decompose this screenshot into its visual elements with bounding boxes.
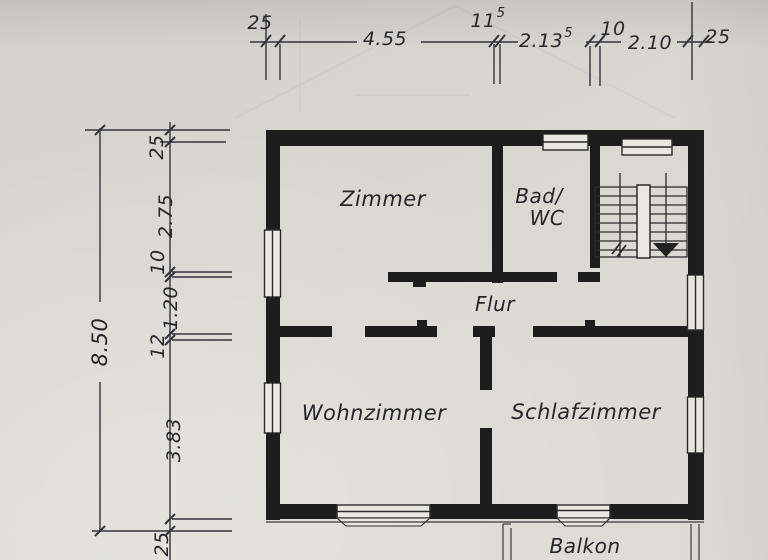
wall-flur-south-seg3: [473, 326, 495, 337]
door-jamb: [413, 282, 426, 287]
stairs-cut-mark: [611, 241, 627, 258]
wall-flur-south-seg4: [533, 326, 689, 337]
dim-left-wall-inner-bottom: 12: [146, 333, 169, 359]
dim-superscript: 5: [496, 6, 506, 21]
wall-bottom-seg2: [430, 504, 557, 519]
dim-top-zimmer-width: 4.55: [362, 28, 408, 50]
stairs-stringer: [636, 184, 651, 259]
room-label-wohnzimmer: Wohnzimmer: [301, 401, 447, 425]
dim-left-wohnzimmer-depth: 3.83: [162, 417, 185, 463]
wall-wohn-schlaf-seg2: [480, 428, 492, 504]
balcony-door: [555, 504, 612, 527]
dim-left-wall-bottom: 25: [150, 531, 173, 557]
window-right-schlafzimmer: [686, 396, 705, 454]
wall-wohn-schlaf-seg1: [480, 337, 492, 390]
door-jamb: [585, 320, 595, 326]
room-label-bad-wc-line2: WC: [529, 206, 565, 230]
dim-value: 11: [470, 10, 496, 32]
paper-bleed-through: [234, 4, 676, 119]
window-top-stairwell: [621, 138, 673, 156]
dimension-ticks: [94, 124, 176, 537]
dim-top-wall-bad-stair: 10: [600, 18, 626, 40]
wall-flur-south-seg2: [365, 326, 437, 337]
wall-flur-south-seg1: [280, 326, 332, 337]
room-label-balkon: Balkon: [549, 534, 621, 558]
window-right-flur: [686, 274, 705, 331]
staircase: [594, 173, 688, 259]
wall-flur-north-seg2: [578, 272, 600, 282]
dim-left-wall-top: 25: [145, 134, 168, 160]
wall-flur-north-seg1: [388, 272, 557, 282]
wall-bottom-seg1: [266, 504, 337, 519]
stairs-down-arrow-icon: [653, 243, 679, 257]
window-top-bad: [542, 133, 589, 151]
balcony-outline: [266, 521, 704, 560]
dim-left-overall-height: 8.50: [87, 317, 112, 367]
dim-top-wall-left: 25: [247, 12, 273, 34]
window-bottom-wohnzimmer: [335, 504, 432, 527]
dim-superscript: 5: [564, 26, 574, 41]
windows: [263, 133, 705, 527]
dim-top-wall-right: 25: [705, 26, 731, 48]
room-label-bad-wc-line1: Bad/: [515, 184, 563, 208]
room-label-flur: Flur: [475, 292, 515, 316]
room-label-zimmer: Zimmer: [340, 187, 426, 211]
wall-left: [266, 130, 280, 520]
dim-value: 2.13: [518, 30, 564, 52]
wall-bottom-seg3: [610, 504, 704, 519]
window-left-zimmer: [263, 229, 282, 298]
door-jamb: [417, 320, 427, 326]
wall-top: [266, 130, 704, 146]
left-dimension-chain: [85, 122, 232, 560]
top-dimension-chain: [250, 2, 712, 86]
dim-top-stair-width: 2.10: [627, 32, 673, 54]
window-left-wohnzimmer: [263, 382, 282, 434]
wall-zimmer-bad: [492, 146, 503, 283]
dimension-ticks: [260, 34, 710, 48]
room-label-schlafzimmer: Schlafzimmer: [511, 400, 661, 424]
